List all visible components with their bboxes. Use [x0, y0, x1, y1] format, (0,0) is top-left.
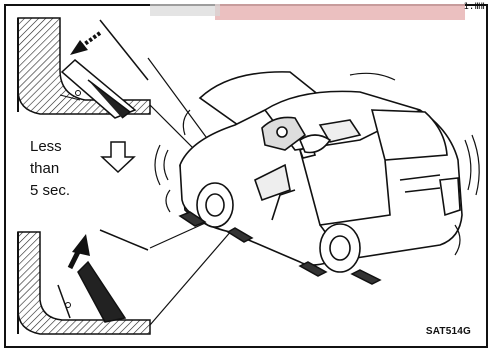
pedal-panel-top [18, 18, 150, 118]
caption-line-1: Less [30, 136, 70, 158]
arrow-release-icon [70, 33, 100, 55]
figure-code: SAT514G [426, 326, 471, 337]
timing-caption: Less than 5 sec. [30, 136, 70, 202]
down-arrow-icon [102, 142, 134, 172]
caption-line-3: 5 sec. [30, 180, 70, 202]
caption-line-2: than [30, 158, 70, 180]
